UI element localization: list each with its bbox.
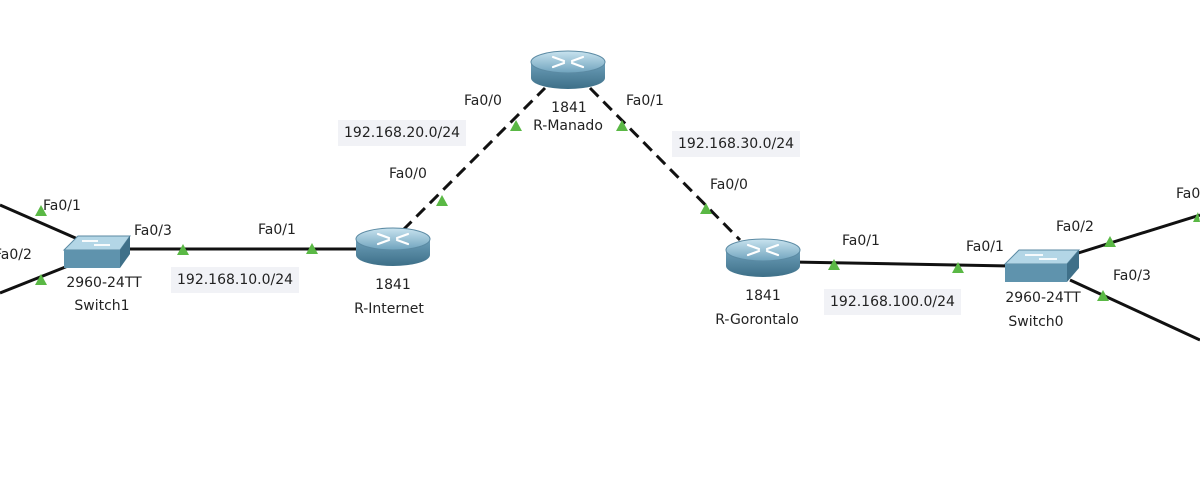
port-label-switch0-fa0-1: Fa0/1	[966, 239, 1004, 255]
device-name-switch1: Switch1	[74, 298, 130, 314]
port-label-manado-fa0-1: Fa0/1	[626, 93, 664, 109]
port-up-marker	[35, 205, 47, 216]
network-label-192-168-10: 192.168.10.0/24	[171, 267, 300, 293]
port-label-manado-fa0-0: Fa0/0	[464, 93, 502, 109]
switch-switch1-icon[interactable]	[62, 235, 131, 268]
port-up-marker	[952, 262, 964, 273]
device-model-r-gorontalo: 1841	[745, 288, 781, 304]
port-up-marker	[1104, 236, 1116, 247]
port-up-marker	[700, 203, 712, 214]
port-label-gorontalo-fa0-1: Fa0/1	[842, 233, 880, 249]
port-label-switch0-edge: Fa0	[1176, 186, 1200, 202]
port-label-internet-fa0-1: Fa0/1	[258, 222, 296, 238]
port-up-marker	[1193, 212, 1200, 222]
port-markers	[35, 120, 1200, 301]
router-r-internet-icon[interactable]	[355, 227, 431, 266]
port-up-marker	[35, 274, 47, 285]
device-name-r-gorontalo: R-Gorontalo	[715, 312, 799, 328]
links	[0, 86, 1200, 342]
port-up-marker	[828, 259, 840, 270]
device-name-switch0: Switch0	[1008, 314, 1064, 330]
network-label-192-168-20: 192.168.20.0/24	[338, 120, 467, 146]
port-up-marker	[510, 120, 522, 131]
link-left-offscreen-top	[0, 203, 81, 242]
device-model-r-internet: 1841	[375, 277, 411, 293]
port-label-switch1-fa0-3: Fa0/3	[134, 223, 172, 239]
port-up-marker	[177, 244, 189, 255]
router-r-manado-icon[interactable]	[530, 50, 606, 89]
port-up-marker	[1097, 290, 1109, 301]
port-label-switch1-fa0-2: Fa0/2	[0, 247, 32, 263]
link-switch0-right-bottom	[1069, 278, 1200, 342]
router-r-gorontalo-icon[interactable]	[725, 238, 801, 277]
network-label-192-168-30: 192.168.30.0/24	[672, 131, 801, 157]
link-r-internet-r-manado	[401, 86, 547, 232]
port-label-switch1-fa0-1: Fa0/1	[43, 198, 81, 214]
device-model-switch0: 2960-24TT	[1005, 290, 1081, 306]
port-up-marker	[616, 120, 628, 131]
port-label-switch0-fa0-3: Fa0/3	[1113, 268, 1151, 284]
port-up-marker	[436, 195, 448, 206]
port-up-marker	[306, 243, 318, 254]
port-label-internet-fa0-0: Fa0/0	[389, 166, 427, 182]
port-label-switch0-fa0-2: Fa0/2	[1056, 219, 1094, 235]
network-label-192-168-100: 192.168.100.0/24	[824, 289, 961, 315]
device-model-switch1: 2960-24TT	[66, 275, 142, 291]
link-r-gorontalo-switch0	[791, 260, 1011, 268]
link-r-manado-r-gorontalo	[588, 86, 742, 242]
switch-switch0-icon[interactable]	[1003, 249, 1081, 282]
device-name-r-manado: R-Manado	[533, 118, 603, 134]
device-model-r-manado: 1841	[551, 100, 587, 116]
port-label-gorontalo-fa0-0: Fa0/0	[710, 177, 748, 193]
device-name-r-internet: R-Internet	[354, 301, 424, 317]
link-switch0-right-top	[1074, 213, 1200, 256]
